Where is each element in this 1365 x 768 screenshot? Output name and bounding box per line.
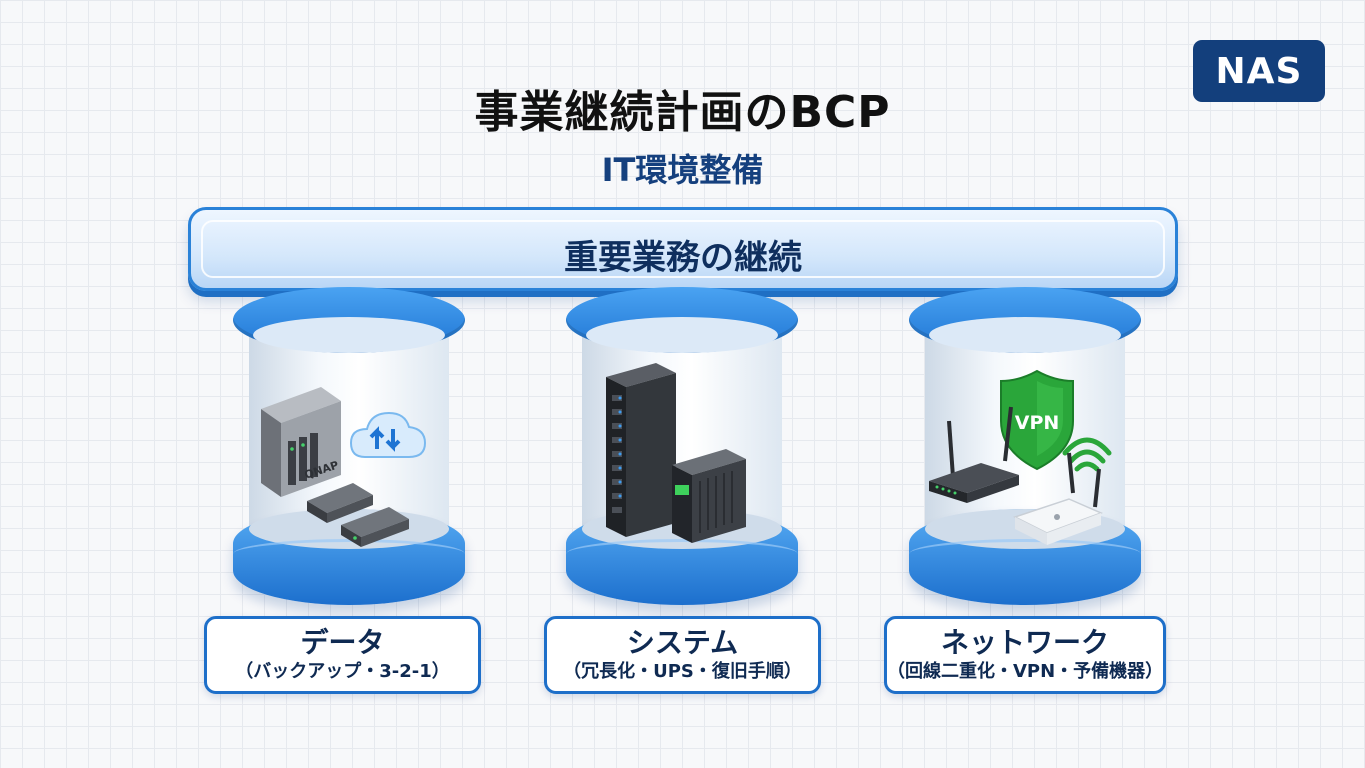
pillar-base-rim [233,539,465,569]
pillar-cap [909,287,1141,353]
beam-label: 重要業務の継続 [564,238,802,278]
label-network-title: ネットワーク [940,626,1109,659]
label-data-title: データ [300,626,385,659]
label-network-detail: （回線二重化・VPN・予備機器） [887,661,1164,682]
router-icon [929,406,1019,503]
cloud-sync-icon [349,411,427,458]
vpn-label: VPN [1015,412,1060,434]
label-data-detail: （バックアップ・3-2-1） [235,661,450,682]
page-title: 事業継続計画のBCP [474,87,891,138]
nas-server-icon: QNAP [261,387,341,497]
external-drive-icon [307,483,409,547]
ups-icon [672,449,746,543]
nas-badge: NAS [1193,40,1325,102]
label-system-title: システム [626,626,739,659]
access-point-icon [1013,452,1104,545]
pillar-data: QNAP [233,287,465,607]
pillar-network: VPN [909,287,1141,607]
page-subtitle: IT環境整備 [601,151,764,189]
server-rack-icon [606,363,676,537]
pillar-cap [566,287,798,353]
pillar-cap [233,287,465,353]
pillar-base-rim [566,539,798,569]
label-system: システム （冗長化・UPS・復旧手順） [544,616,821,694]
wifi-icon [1062,437,1112,472]
bcp-beam: 重要業務の継続 [188,207,1178,291]
label-data: データ （バックアップ・3-2-1） [204,616,481,694]
system-icons [606,363,746,543]
network-icons: VPN [929,369,1112,545]
pillar-base-rim [909,539,1141,569]
label-system-detail: （冗長化・UPS・復旧手順） [563,661,802,682]
data-icons: QNAP [261,387,427,547]
pillar-system [566,287,798,607]
label-network: ネットワーク （回線二重化・VPN・予備機器） [884,616,1166,694]
beam-highlight [201,220,1165,278]
vpn-shield-icon: VPN [1000,369,1074,471]
